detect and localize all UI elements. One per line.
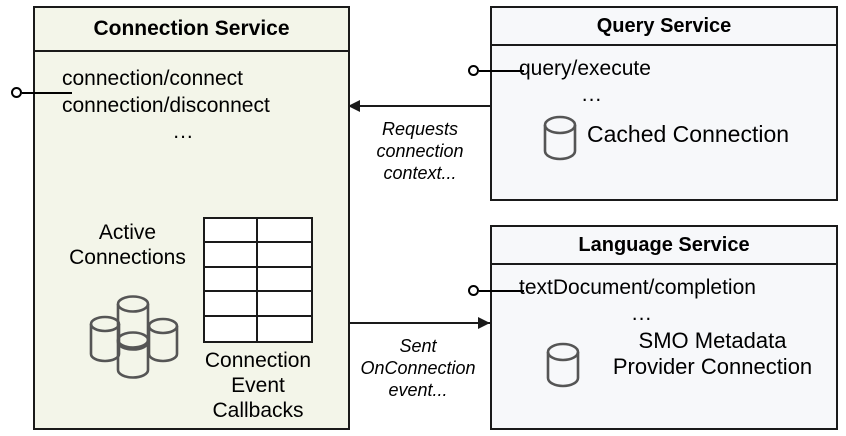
lollipop-interface-icon xyxy=(468,285,479,296)
connection-service-provided-interface[interactable] xyxy=(11,87,72,98)
smo-metadata-provider-connection-label: SMO Metadata Provider Connection xyxy=(612,328,813,380)
language-service-body: textDocument/completion ... SMO Metadata… xyxy=(492,265,836,428)
grid-cell xyxy=(258,267,311,293)
grid-cell xyxy=(258,316,311,341)
lollipop-stem xyxy=(22,91,72,94)
cached-connection-label: Cached Connection xyxy=(587,121,790,147)
flow-line-sent-onconnection-event xyxy=(350,322,490,324)
grid-cell xyxy=(258,219,311,244)
connection-event-callbacks-label: Connection Event Callbacks xyxy=(204,349,312,423)
connection-service-endpoint-0[interactable]: connection/connect xyxy=(62,67,243,90)
grid-cell xyxy=(205,219,258,244)
flow-label-requests-connection-context: Requests connection context... xyxy=(376,119,464,183)
component-language-service[interactable]: Language Service textDocument/completion… xyxy=(490,225,838,430)
flow-arrowhead-requests-connection-context xyxy=(348,100,360,112)
grid-cell xyxy=(205,292,258,317)
database-cylinder-icon xyxy=(542,114,578,162)
language-service-provided-interface[interactable] xyxy=(468,285,524,296)
database-cylinder-icon xyxy=(545,341,581,389)
active-connections-label: Active Connections xyxy=(69,221,186,270)
query-service-body: query/execute ... Cached Connection xyxy=(492,46,836,199)
table-grid-icon xyxy=(203,217,313,343)
database-cluster-icon xyxy=(83,288,193,380)
component-query-service[interactable]: Query Service query/execute ... Cached C… xyxy=(490,6,838,201)
flow-line-requests-connection-context xyxy=(350,105,490,107)
grid-cell xyxy=(258,292,311,317)
grid-cell xyxy=(205,243,258,268)
query-service-title: Query Service xyxy=(492,8,836,46)
language-service-title: Language Service xyxy=(492,227,836,265)
lollipop-stem xyxy=(479,289,524,292)
language-service-endpoint-0[interactable]: textDocument/completion xyxy=(519,276,756,299)
lollipop-stem xyxy=(479,69,524,72)
flow-arrowhead-sent-onconnection-event xyxy=(478,317,490,329)
grid-cell xyxy=(205,316,258,341)
grid-cell xyxy=(205,267,258,293)
flow-label-sent-onconnection-event: Sent OnConnection event... xyxy=(360,336,476,400)
connection-service-title: Connection Service xyxy=(35,8,348,52)
lollipop-interface-icon xyxy=(468,65,479,76)
grid-cell xyxy=(258,243,311,268)
connection-service-more-indicator: ... xyxy=(173,120,194,143)
component-connection-service[interactable]: Connection Service connection/connect co… xyxy=(33,6,350,430)
query-service-endpoint-0[interactable]: query/execute xyxy=(519,57,651,80)
connection-service-endpoint-1[interactable]: connection/disconnect xyxy=(62,94,270,117)
query-service-provided-interface[interactable] xyxy=(468,65,524,76)
query-service-more-indicator: ... xyxy=(581,83,603,106)
lollipop-interface-icon xyxy=(11,87,22,98)
connection-service-body: connection/connect connection/disconnect… xyxy=(35,52,348,428)
language-service-more-indicator: ... xyxy=(631,302,653,325)
